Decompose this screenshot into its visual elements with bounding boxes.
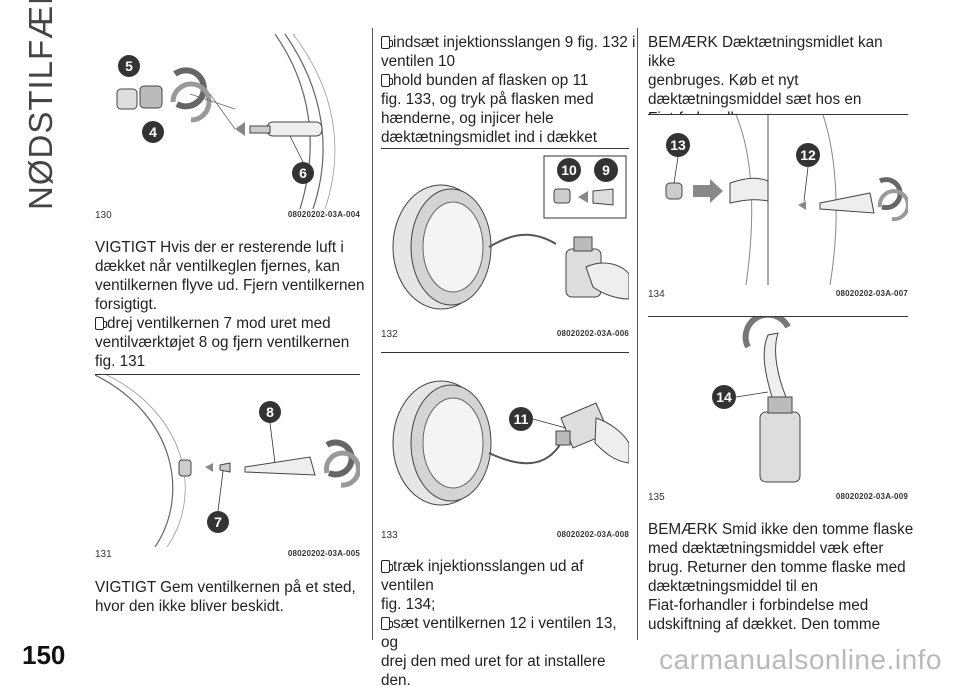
text-line: hænderne, og injicer hele — [381, 110, 554, 127]
bullet-icon — [381, 74, 393, 87]
figure-133: 11 — [381, 353, 630, 523]
text-line: hvor den ikke bliver beskidt. — [95, 598, 284, 615]
figure-code: 08020202-03A-005 — [287, 549, 360, 558]
bullet-icon — [381, 36, 393, 49]
text-line: genbruges. Køb et nyt — [648, 72, 799, 89]
figure-caption: 134 08020202-03A-007 — [648, 289, 908, 300]
figure-number: 132 — [381, 329, 398, 340]
figure-code: 08020202-03A-004 — [287, 210, 360, 219]
bullet-line: drej ventilkernen 7 mod uret med — [95, 314, 365, 333]
figure-number: 135 — [648, 492, 665, 503]
text-line: udskiftning af dækket. Den tomme — [648, 616, 881, 633]
valve-core-install-illustration: 13 12 — [665, 114, 910, 286]
callout-label: 7 — [214, 514, 222, 530]
figure-number: 130 — [95, 210, 112, 221]
figure-rule — [381, 148, 629, 149]
text-line: fig. 133, og tryk på flasken med — [381, 91, 594, 108]
text-line: VIGTIGT Hvis der er resterende luft i — [95, 239, 344, 256]
text-block: BEMÆRK Smid ikke den tomme flaske med dæ… — [648, 520, 918, 634]
column-divider — [637, 28, 638, 640]
page-number: 150 — [22, 640, 66, 670]
text-line: dækket når ventilkeglen fjernes, kan — [95, 258, 340, 275]
bullet-line: indsæt injektionsslangen 9 fig. 132 i — [381, 33, 636, 52]
text-block: træk injektionsslangen ud af ventilen fi… — [381, 557, 636, 690]
callout-label: 12 — [800, 147, 816, 163]
figure-code: 08020202-03A-006 — [556, 329, 629, 338]
bullet-line: sæt ventilkernen 12 i ventilen 13, og — [381, 615, 617, 651]
callout-label: 8 — [266, 404, 274, 420]
callout-label: 6 — [299, 165, 307, 181]
figure-caption: 131 08020202-03A-005 — [95, 549, 360, 560]
callout-label: 11 — [514, 411, 529, 427]
figure-131: 8 7 — [94, 374, 361, 548]
text-line: fig. 131 — [95, 353, 146, 370]
callout-label: 5 — [125, 58, 133, 74]
text-line: VIGTIGT Gem ventilkernen på et sted, — [95, 579, 356, 596]
text-line: med dæktætningsmiddel væk efter — [648, 540, 884, 557]
callout-5 — [118, 55, 140, 77]
text-line: ventilværktøjet 8 og fjern ventilkernen — [95, 334, 350, 351]
text-line: brug. Returner den tomme flaske med — [648, 559, 906, 576]
text-line: forsigtigt. — [95, 296, 158, 313]
figure-134: 13 12 — [648, 114, 910, 286]
callout-label: 9 — [602, 162, 610, 178]
bullet-line: hold bunden af flasken op 11 — [381, 71, 636, 90]
bullet-icon — [95, 317, 107, 330]
tire-bottle-squeeze-illustration: 11 — [392, 380, 630, 506]
empty-bottle-illustration: 14 — [712, 311, 801, 483]
text-line: BEMÆRK Dæktætningsmidlet kan ikke — [648, 34, 883, 70]
text-line: fig. 134; — [381, 596, 436, 613]
figure-caption: 130 08020202-03A-004 — [95, 210, 360, 221]
callout-label: 10 — [561, 162, 577, 178]
bullet-line: træk injektionsslangen ud af ventilen — [381, 558, 584, 594]
figure-caption: 132 08020202-03A-006 — [381, 329, 629, 340]
text-block: BEMÆRK Dæktætningsmidlet kan ikke genbru… — [648, 33, 908, 128]
bullet-icon — [381, 560, 393, 573]
text-block: indsæt injektionsslangen 9 fig. 132 i ve… — [381, 33, 636, 147]
text-line: dæktætningsmiddel sæt hos en — [648, 91, 862, 108]
text-block: VIGTIGT Hvis der er resterende luft i dæ… — [95, 238, 365, 371]
text-block: VIGTIGT Gem ventilkernen på et sted, hvo… — [95, 578, 365, 616]
figure-rule — [95, 374, 360, 375]
section-title: NØDSTILFÆLDE — [22, 0, 59, 210]
text-line: ventilkernen flyve ud. Fjern ventilkerne… — [95, 277, 365, 294]
figure-132: 10 9 — [381, 149, 630, 321]
callout-label: 4 — [149, 124, 157, 140]
figure-rule — [381, 352, 629, 353]
watermark: carmanualsonline.info — [659, 644, 942, 675]
figure-130: 5 4 6 — [95, 33, 360, 210]
figure-number: 131 — [95, 549, 112, 560]
text-line: drej den med uret for at installere den. — [381, 653, 606, 689]
valve-cap-illustration: 5 4 6 — [116, 33, 336, 210]
text-line: BEMÆRK Smid ikke den tomme flaske — [648, 521, 914, 538]
figure-rule — [648, 114, 908, 115]
text-line: dæktætningsmidlet ind i dækket — [381, 129, 597, 146]
text-line: dæktætningsmiddel til en — [648, 578, 819, 595]
valve-core-illustration: 8 7 — [94, 374, 361, 548]
figure-caption: 135 08020202-03A-009 — [648, 492, 908, 503]
figure-caption: 133 08020202-03A-008 — [381, 530, 629, 541]
figure-135: 14 — [648, 311, 908, 487]
text-line: ventilen 10 — [381, 53, 455, 70]
column-divider — [372, 28, 373, 640]
tire-injection-illustration: 10 9 — [392, 155, 630, 310]
bullet-icon — [381, 617, 393, 630]
callout-label: 14 — [716, 389, 732, 405]
figure-number: 134 — [648, 289, 665, 300]
figure-code: 08020202-03A-008 — [556, 530, 629, 539]
callout-label: 13 — [670, 137, 686, 153]
figure-number: 133 — [381, 530, 398, 541]
figure-code: 08020202-03A-009 — [835, 492, 908, 501]
figure-code: 08020202-03A-007 — [835, 289, 908, 298]
text-line: Fiat-forhandler i forbindelse med — [648, 597, 869, 614]
